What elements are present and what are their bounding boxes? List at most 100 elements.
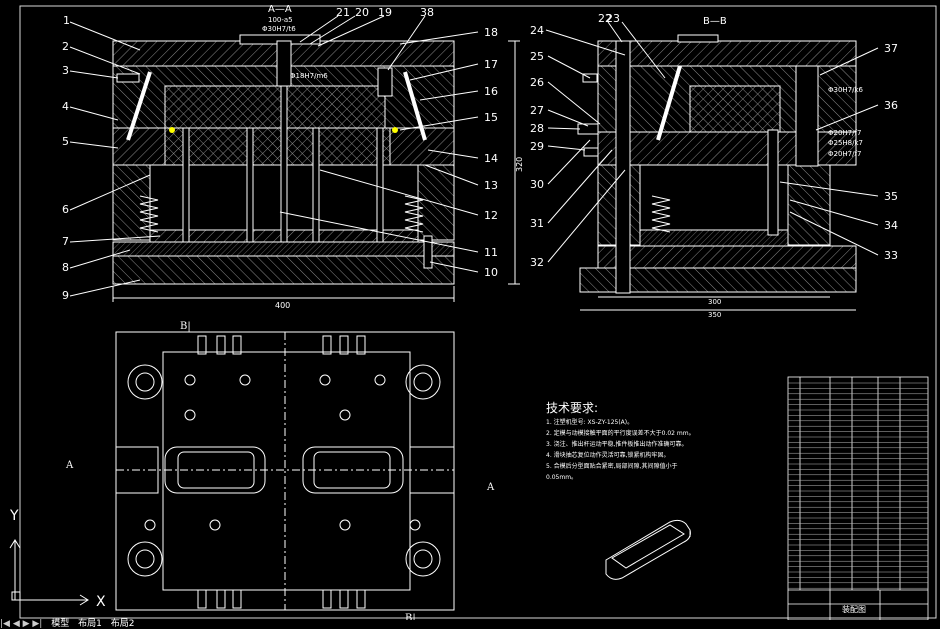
tech-line-3: 3. 浇注、推出杆运动平稳,推件板推出动作准确可靠。 <box>546 440 688 448</box>
callout-a-20: 20 <box>355 6 369 19</box>
callout-a-38: 38 <box>420 6 434 19</box>
plan-inner-plate <box>162 351 411 591</box>
callout-b-34: 34 <box>884 219 898 232</box>
return-spring-right <box>404 195 424 233</box>
section-a-fit-top-2: Φ30H7/t6 <box>262 25 296 33</box>
screw-left <box>116 73 140 83</box>
callouts-a-left <box>69 21 161 297</box>
callouts-a-top <box>299 15 426 71</box>
callout-b-23: 23 <box>606 12 620 25</box>
tech-line-6: 0.05mm。 <box>546 474 577 481</box>
callout-b-26: 26 <box>530 76 544 89</box>
b-dim-outer: 350 <box>708 311 721 319</box>
plan-ejector-heads <box>197 335 366 609</box>
callout-a-14: 14 <box>484 152 498 165</box>
b-bottom-spacer <box>597 245 857 269</box>
sprue-bushing <box>276 40 292 87</box>
plan-ejector-pin-holes <box>144 374 421 531</box>
callout-b-35: 35 <box>884 190 898 203</box>
callout-a-6: 6 <box>62 203 69 216</box>
callout-b-32: 32 <box>530 256 544 269</box>
section-a-dim-width: 400 <box>275 301 290 310</box>
callout-b-36: 36 <box>884 99 898 112</box>
b-ejector-plate <box>639 229 789 247</box>
b-locating-ring <box>677 34 719 43</box>
angle-pin-left <box>126 71 152 141</box>
highlight-marker-right <box>392 127 398 133</box>
tech-line-5: 5. 合模后分型面贴合紧密,局部间隙,其间隙值小于 <box>546 462 677 470</box>
screw-bottom <box>423 235 433 269</box>
section-a-dim-height: 320 <box>515 157 524 172</box>
callout-a-4: 4 <box>62 100 69 113</box>
plan-marker-a-right: A <box>486 482 495 493</box>
plan-slider-right <box>409 446 455 494</box>
tab-layout-1[interactable]: 布局1 <box>78 619 102 629</box>
plan-cavity-right-screen <box>313 451 391 489</box>
callout-b-31: 31 <box>530 217 544 230</box>
return-spring-left <box>139 195 159 233</box>
section-a-fit-top-1: 100-a5 <box>268 16 293 24</box>
angle-pin-right <box>403 71 427 141</box>
section-b-b[interactable]: B—B Φ30H7/k6 Φ20H7/f7 Φ25H8/k7 Φ20H7/f7 <box>530 12 898 319</box>
technical-requirements: 技术要求: 1. 注塑机型号: XS-ZY-125(A)。 2. 定模与动模接触… <box>546 401 695 481</box>
highlight-marker-left <box>169 127 175 133</box>
b-fit-4: Φ20H7/f7 <box>828 150 861 158</box>
callout-a-2: 2 <box>62 40 69 53</box>
callout-a-17: 17 <box>484 58 498 71</box>
b-angle-pin <box>656 65 682 141</box>
callout-a-12: 12 <box>484 209 498 222</box>
title-block-drawing-name: 装配图 <box>842 604 866 614</box>
tech-line-4: 4. 滑块抽芯复位动作灵活可靠,锁紧机构牢固。 <box>546 451 670 459</box>
tech-line-2: 2. 定模与动模接触平面的平行度误差不大于0.02 mm。 <box>546 429 695 437</box>
callout-b-33: 33 <box>884 249 898 262</box>
tech-title: 技术要求: <box>546 401 598 415</box>
tab-navigation-arrows[interactable]: |◀ ◀ ▶ ▶| <box>0 619 43 629</box>
callout-a-7: 7 <box>62 235 69 248</box>
ucs-icon: Y X <box>9 508 106 610</box>
callout-a-10: 10 <box>484 266 498 279</box>
cavity-insert <box>164 85 386 129</box>
b-fit-2: Φ20H7/f7 <box>828 129 861 137</box>
callout-a-21: 21 <box>336 6 350 19</box>
b-fit-1: Φ30H7/k6 <box>828 86 864 94</box>
plan-marker-a-left: A <box>65 460 74 471</box>
callout-a-13: 13 <box>484 179 498 192</box>
callout-a-15: 15 <box>484 111 498 124</box>
callouts-a-right <box>279 31 479 273</box>
plan-marker-b-top: B| <box>180 321 191 332</box>
b-guide-pin <box>615 40 631 294</box>
callout-b-22: 22 <box>598 12 612 25</box>
screw-top <box>377 67 393 97</box>
b-side-screws <box>577 73 599 157</box>
callout-b-29: 29 <box>530 140 544 153</box>
b-top-plate <box>597 40 857 67</box>
callout-a-19: 19 <box>378 6 392 19</box>
ucs-y-label: Y <box>9 508 19 524</box>
section-a-a[interactable]: A—A 100-a5 Φ30H7/t6 <box>62 4 524 310</box>
callout-b-28: 28 <box>530 122 544 135</box>
plan-view[interactable]: B| B| A A <box>65 321 495 624</box>
callout-a-1: 1 <box>63 14 70 27</box>
section-b-title: B—B <box>703 16 727 27</box>
spacer-block-right <box>417 164 455 241</box>
callout-b-24: 24 <box>530 24 544 37</box>
callout-a-18: 18 <box>484 26 498 39</box>
callout-b-30: 30 <box>530 178 544 191</box>
b-dim-inner: 300 <box>708 298 721 306</box>
b-fit-3: Φ25H8/k7 <box>828 139 863 147</box>
tab-layout-2[interactable]: 布局2 <box>110 619 135 629</box>
b-guide-bush <box>795 65 819 167</box>
phone-isometric-sketch <box>605 519 691 580</box>
callout-b-37: 37 <box>884 42 898 55</box>
layout-tab-bar: |◀ ◀ ▶ ▶| 模型 布局1 布局2 <box>0 620 940 629</box>
bill-of-materials <box>787 376 929 621</box>
tab-model[interactable]: 模型 <box>51 619 70 629</box>
plan-slider-left <box>115 446 159 494</box>
section-a-title: A—A <box>268 4 292 15</box>
plan-marker-b-bottom: B| <box>405 613 416 624</box>
callout-a-5: 5 <box>62 135 69 148</box>
callout-a-11: 11 <box>484 246 498 259</box>
callout-b-27: 27 <box>530 104 544 117</box>
ejector-plate <box>112 241 455 257</box>
